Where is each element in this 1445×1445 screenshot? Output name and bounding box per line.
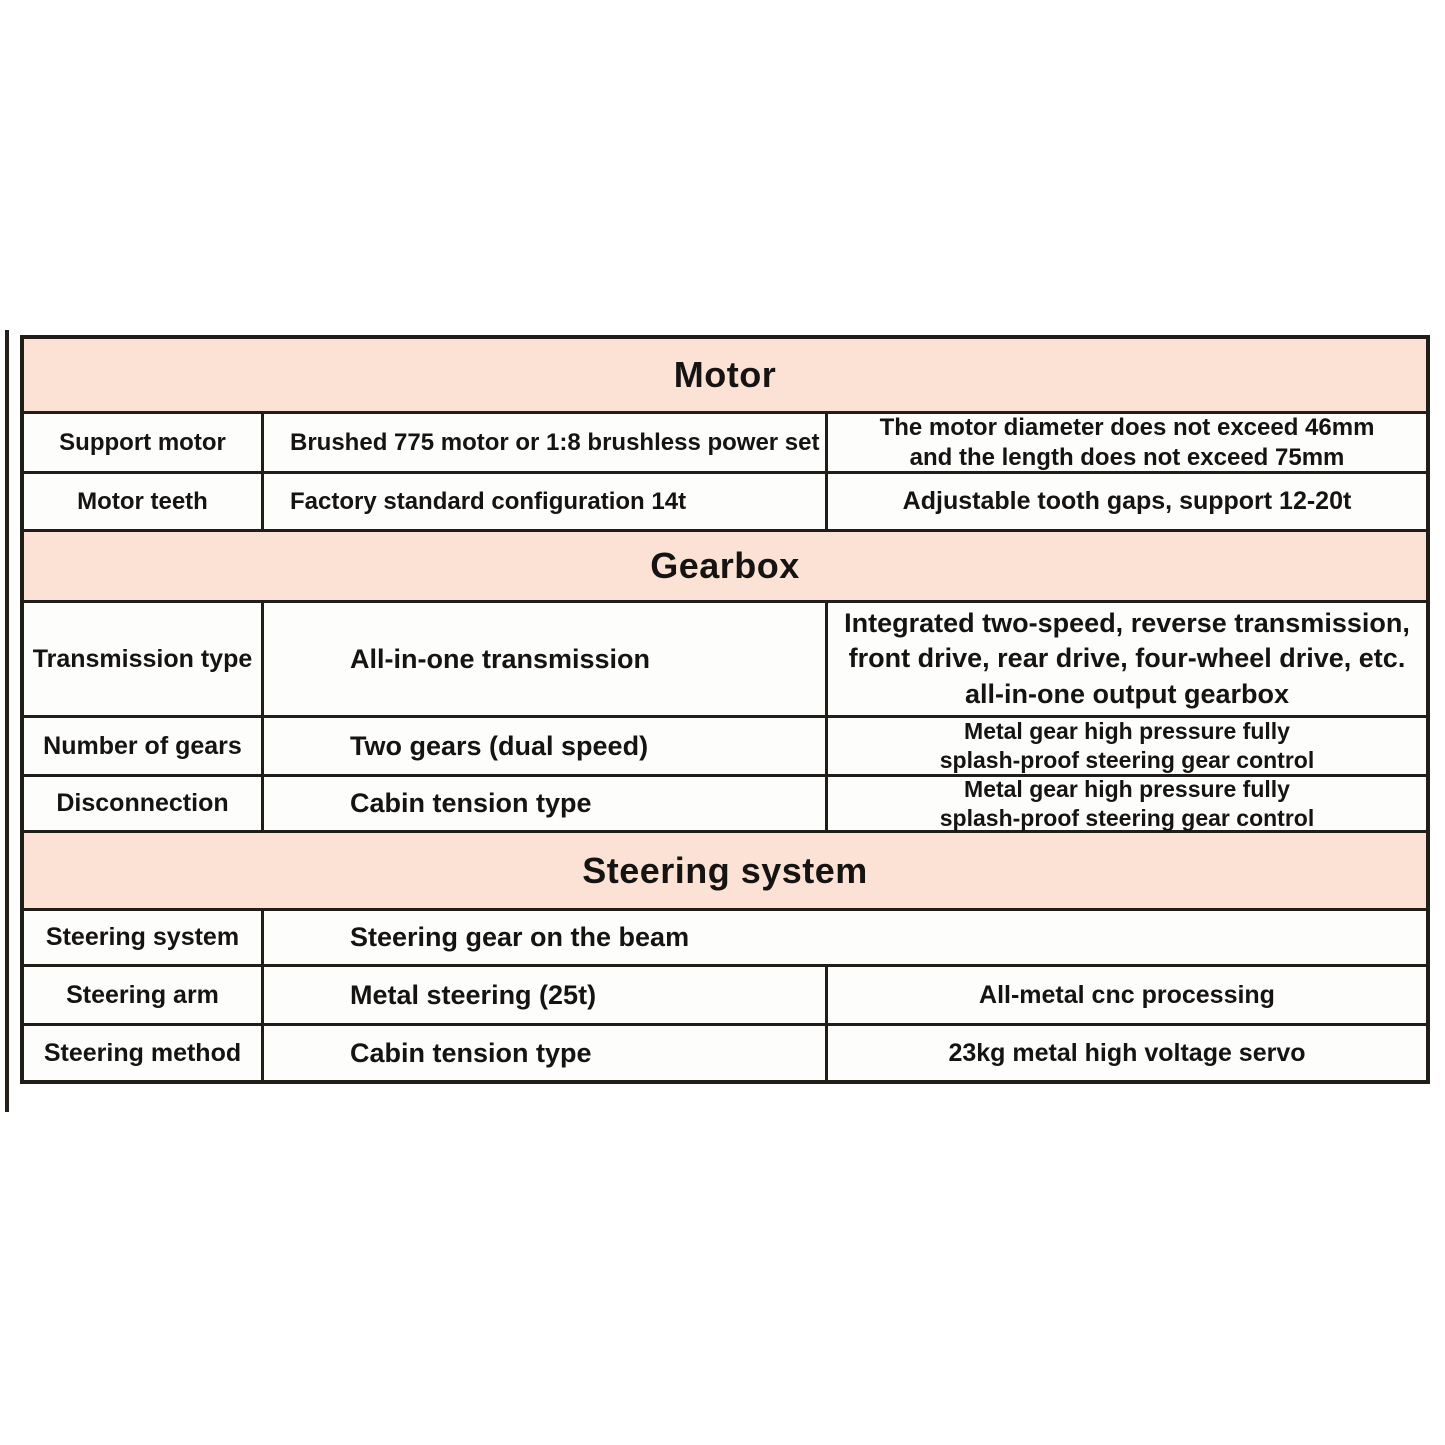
- cropped-table-edge-line: [5, 330, 9, 1112]
- section-header-gearbox: Gearbox: [24, 529, 1426, 600]
- row-detail: The motor diameter does not exceed 46mm …: [879, 414, 1375, 471]
- row-label: Number of gears: [24, 718, 264, 774]
- row-value: All-in-one transmission: [264, 603, 828, 715]
- section-header-steering-system: Steering system: [24, 830, 1426, 908]
- table-row: Support motor Brushed 775 motor or 1:8 b…: [24, 411, 1426, 471]
- row-detail: Metal gear high pressure fully splash-pr…: [939, 775, 1315, 831]
- row-value: Cabin tension type: [264, 1026, 828, 1080]
- table-row: Steering arm Metal steering (25t) All-me…: [24, 964, 1426, 1023]
- row-label: Motor teeth: [24, 474, 264, 529]
- row-value: Cabin tension type: [264, 777, 828, 830]
- row-label: Transmission type: [24, 603, 264, 715]
- row-label: Steering arm: [24, 967, 264, 1023]
- row-detail: Metal gear high pressure fully splash-pr…: [939, 718, 1315, 773]
- table-row: Steering system Steering gear on the bea…: [24, 908, 1426, 964]
- row-value: Brushed 775 motor or 1:8 brushless power…: [264, 414, 828, 471]
- row-value: Factory standard configuration 14t: [264, 474, 828, 529]
- row-label: Support motor: [24, 414, 264, 471]
- row-label: Steering system: [24, 911, 264, 964]
- section-title: Steering system: [582, 849, 868, 891]
- table-row: Motor teeth Factory standard configurati…: [24, 471, 1426, 529]
- table-row: Number of gears Two gears (dual speed) M…: [24, 715, 1426, 774]
- row-detail: 23kg metal high voltage servo: [948, 1038, 1306, 1067]
- row-detail: All-metal cnc processing: [979, 980, 1275, 1009]
- section-title: Gearbox: [650, 545, 800, 586]
- section-header-motor: Motor: [24, 339, 1426, 411]
- table-row: Transmission type All-in-one transmissio…: [24, 600, 1426, 715]
- table-row: Disconnection Cabin tension type Metal g…: [24, 774, 1426, 831]
- spec-table: Motor Support motor Brushed 775 motor or…: [20, 335, 1430, 1084]
- row-value: Two gears (dual speed): [264, 718, 828, 774]
- row-detail: Adjustable tooth gaps, support 12-20t: [902, 487, 1352, 516]
- section-title: Motor: [673, 354, 777, 395]
- row-detail: Integrated two-speed, reverse transmissi…: [844, 608, 1410, 709]
- row-label: Disconnection: [24, 777, 264, 830]
- row-value: Metal steering (25t): [264, 967, 828, 1023]
- row-value: Steering gear on the beam: [350, 922, 690, 952]
- row-label: Steering method: [24, 1026, 264, 1080]
- table-row: Steering method Cabin tension type 23kg …: [24, 1023, 1426, 1080]
